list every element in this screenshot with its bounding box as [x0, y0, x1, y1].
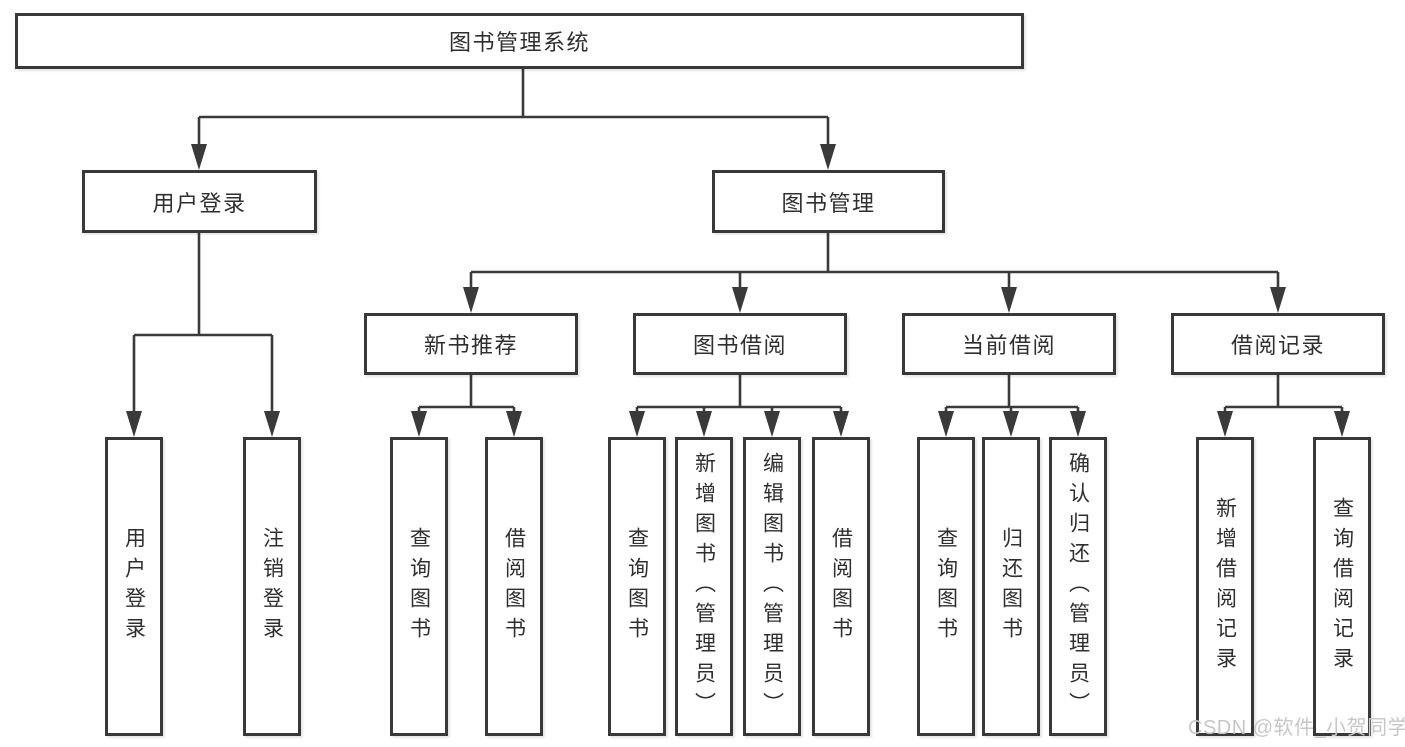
leaf-label: 确认归还（管理员） [1066, 451, 1090, 722]
leaf-query-books-borrow: 查询图书 [608, 437, 666, 736]
node-new-book-recommend: 新书推荐 [364, 313, 578, 375]
leaf-label: 新增借阅记录 [1213, 496, 1237, 677]
node-book-management: 图书管理 [712, 170, 945, 233]
connector-borrowrecords-to-leaves [1217, 375, 1350, 437]
leaf-label: 借阅图书 [502, 526, 526, 647]
leaf-label: 注销登录 [260, 526, 284, 647]
connector-bookborrow-to-leaves [629, 375, 849, 437]
leaf-label: 用户登录 [122, 526, 146, 647]
leaf-borrow-books: 借阅图书 [812, 437, 870, 736]
leaf-add-borrow-record: 新增借阅记录 [1196, 437, 1254, 736]
connector-bookmgmt-to-level3 [463, 233, 1286, 313]
node-label: 新书推荐 [423, 333, 518, 358]
node-label: 当前借阅 [961, 333, 1056, 358]
node-book-borrow: 图书借阅 [633, 313, 847, 375]
node-label: 用户登录 [152, 190, 247, 216]
connector-currentborrow-to-leaves [938, 375, 1086, 437]
node-label: 图书管理 [781, 190, 876, 216]
leaf-label: 新增图书（管理员） [692, 451, 716, 722]
node-current-borrow: 当前借阅 [902, 313, 1116, 375]
leaf-logout: 注销登录 [243, 437, 301, 736]
leaf-query-books-recommend: 查询图书 [390, 437, 448, 736]
leaf-label: 查询图书 [625, 526, 649, 647]
leaf-edit-books-admin: 编辑图书（管理员） [743, 437, 801, 736]
leaf-query-borrow-record: 查询借阅记录 [1313, 437, 1371, 736]
leaf-label: 查询图书 [934, 526, 958, 647]
leaf-return-books: 归还图书 [982, 437, 1040, 736]
connector-root-to-level2 [191, 69, 836, 170]
node-borrow-records: 借阅记录 [1171, 313, 1385, 375]
connector-userlogin-to-leaves [126, 233, 280, 437]
leaf-query-books-current: 查询图书 [917, 437, 975, 736]
connector-newbook-to-leaves [411, 375, 522, 437]
leaf-label: 查询图书 [407, 526, 431, 647]
leaf-user-login: 用户登录 [105, 437, 163, 736]
leaf-add-books-admin: 新增图书（管理员） [675, 437, 733, 736]
leaf-borrow-books-recommend: 借阅图书 [485, 437, 543, 736]
leaf-label: 归还图书 [999, 526, 1023, 647]
node-root-label: 图书管理系统 [448, 30, 590, 55]
leaf-label: 借阅图书 [829, 526, 853, 647]
watermark: CSDN @软件_小贺同学 [1188, 717, 1405, 739]
leaf-label: 编辑图书（管理员） [760, 451, 784, 722]
leaf-confirm-return-admin: 确认归还（管理员） [1049, 437, 1107, 736]
leaf-label: 查询借阅记录 [1330, 496, 1354, 677]
node-root: 图书管理系统 [15, 13, 1024, 69]
node-label: 借阅记录 [1230, 333, 1325, 358]
node-user-login: 用户登录 [82, 170, 317, 233]
node-label: 图书借阅 [692, 333, 787, 358]
